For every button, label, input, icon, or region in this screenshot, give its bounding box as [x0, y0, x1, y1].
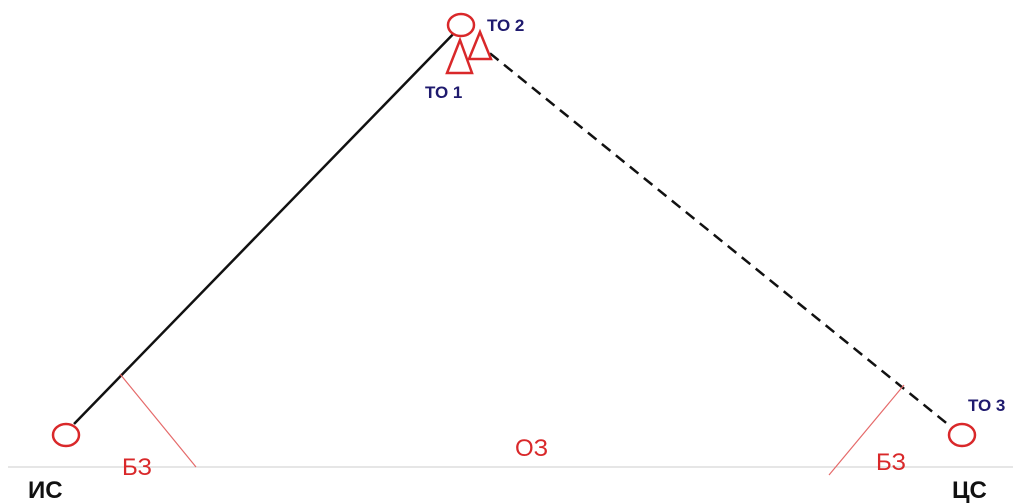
label-to2: ТО 2	[487, 16, 524, 35]
to1-triangle-back	[467, 28, 493, 61]
solid-link-is-to2	[73, 25, 462, 425]
node-cs-circle	[947, 422, 977, 448]
dashed-link-to2-cs	[475, 41, 951, 427]
label-to1: ТО 1	[425, 83, 462, 102]
label-oz: ОЗ	[515, 435, 548, 462]
node-to2-circle	[446, 12, 476, 38]
label-cs: ЦС	[952, 477, 987, 503]
zone-boundary-right	[828, 384, 905, 476]
zone-boundary-left	[119, 373, 197, 468]
label-to3: ТО 3	[968, 396, 1005, 415]
label-is: ИС	[28, 477, 63, 503]
node-is-circle	[51, 422, 81, 448]
label-bz-left: БЗ	[122, 454, 152, 481]
label-bz-right: БЗ	[876, 449, 906, 476]
to1-triangle-front	[445, 36, 474, 75]
